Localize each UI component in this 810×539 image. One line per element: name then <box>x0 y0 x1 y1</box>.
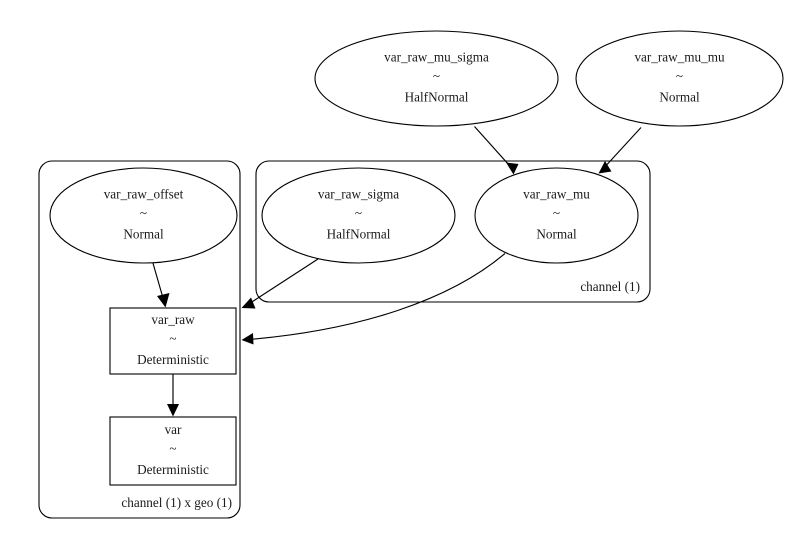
node-var_raw_mu_sigma[interactable]: var_raw_mu_sigma ~ HalfNormal <box>314 30 559 127</box>
node-dist-var_raw_mu: Normal <box>536 227 577 242</box>
node-var_raw_mu_mu[interactable]: var_raw_mu_mu ~ Normal <box>575 30 784 127</box>
node-tilde-var_raw_mu_mu: ~ <box>676 69 683 84</box>
node-name-var_raw_mu_sigma: var_raw_mu_sigma <box>384 50 489 65</box>
node-dist-var_raw_mu_mu: Normal <box>659 90 700 105</box>
node-shape-var_raw <box>109 307 237 375</box>
node-shape-var_raw_sigma <box>261 167 456 264</box>
arrowhead-mu_sigma-to-mu <box>506 162 519 175</box>
node-name-var_raw_sigma: var_raw_sigma <box>318 187 399 202</box>
node-tilde-var_raw_offset: ~ <box>140 206 147 221</box>
node-name-var_raw_mu_mu: var_raw_mu_mu <box>634 50 724 65</box>
node-dist-var_raw_offset: Normal <box>123 227 164 242</box>
node-shape-var_raw_mu_mu <box>575 30 784 127</box>
arrowhead-offset-to-var_raw <box>157 293 170 308</box>
node-tilde-var_raw_sigma: ~ <box>355 206 362 221</box>
arrowhead-mu-to-var_raw <box>241 333 254 345</box>
node-name-var_raw: var_raw <box>151 312 195 327</box>
node-shape-var <box>109 416 237 486</box>
node-tilde-var: ~ <box>169 441 176 456</box>
node-dist-var_raw_mu_sigma: HalfNormal <box>405 90 469 105</box>
plate-channel_geo <box>38 160 241 519</box>
edges-layer <box>151 126 642 417</box>
node-name-var_raw_offset: var_raw_offset <box>104 187 184 202</box>
node-shape-var_raw_mu_sigma <box>314 30 559 127</box>
node-dist-var: Deterministic <box>137 462 209 477</box>
node-tilde-var_raw_mu_sigma: ~ <box>433 69 440 84</box>
node-var_raw_sigma[interactable]: var_raw_sigma ~ HalfNormal <box>261 167 456 264</box>
plate-labels-layer: channel (1) x geo (1) channel (1) <box>121 279 640 510</box>
node-var_raw_offset[interactable]: var_raw_offset ~ Normal <box>49 167 238 264</box>
arrowhead-var_raw-to-var <box>167 404 179 417</box>
node-var[interactable]: var ~ Deterministic <box>109 416 237 486</box>
plate-label-channel_geo: channel (1) x geo (1) <box>121 495 232 510</box>
nodes-layer: var_raw_mu_sigma ~ HalfNormal var_raw_mu_mu… <box>49 30 784 486</box>
node-shape-var_raw_offset <box>49 167 238 264</box>
arrowhead-sigma-to-var_raw <box>241 297 256 309</box>
edge-mu_mu-to-mu <box>602 127 642 170</box>
plates-layer <box>38 160 651 519</box>
node-dist-var_raw: Deterministic <box>137 352 209 367</box>
node-var_raw_mu[interactable]: var_raw_mu ~ Normal <box>474 167 639 264</box>
edge-mu-to-var_raw <box>248 253 506 341</box>
plate-label-channel: channel (1) <box>580 279 640 294</box>
node-dist-var_raw_sigma: HalfNormal <box>327 227 391 242</box>
node-tilde-var_raw_mu: ~ <box>553 206 560 221</box>
arrowhead-mu_mu-to-mu <box>598 161 612 174</box>
edge-sigma-to-var_raw <box>247 258 319 305</box>
node-shape-var_raw_mu <box>474 167 639 264</box>
node-name-var_raw_mu: var_raw_mu <box>523 187 590 202</box>
node-tilde-var_raw: ~ <box>169 331 176 346</box>
node-name-var: var <box>165 422 182 437</box>
node-var_raw[interactable]: var_raw ~ Deterministic <box>109 307 237 375</box>
plate-channel <box>255 160 651 303</box>
